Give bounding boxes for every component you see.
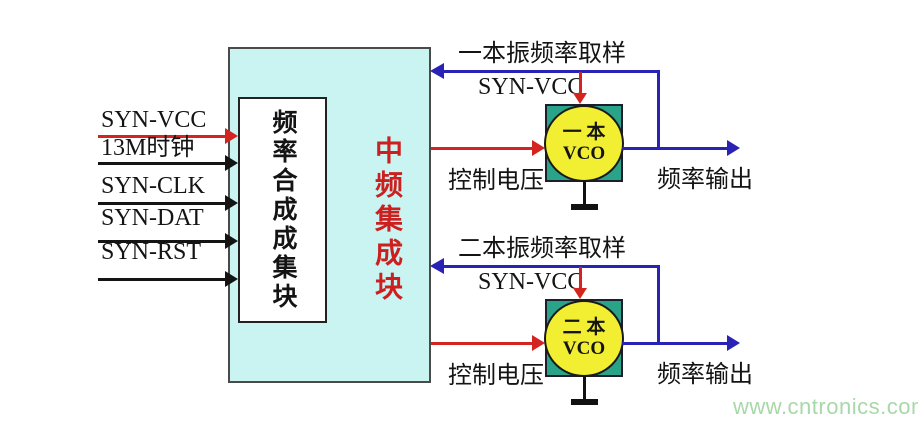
- control-arrowhead-icon: [532, 335, 545, 351]
- frequency-output-wire: [622, 147, 727, 150]
- supply-arrowhead-icon: [573, 288, 587, 299]
- ground-icon: [571, 399, 598, 405]
- supply-arrowhead-icon: [573, 93, 587, 104]
- arrowhead-right-icon: [225, 233, 238, 249]
- feedback-sample-label: 二本振频率取样: [458, 236, 626, 262]
- vco-supply-label: SYN-VCC: [478, 269, 584, 295]
- frequency-synth-block: 频率合成成集块: [238, 97, 327, 323]
- input-wire: [98, 162, 225, 165]
- vco-oscillator: 一 本 VCO: [544, 105, 624, 182]
- feedback-wire-vertical: [657, 265, 660, 344]
- frequency-synth-label: 频率合成成集块: [269, 108, 296, 312]
- feedback-sample-label: 一本振频率取样: [458, 41, 626, 67]
- output-arrowhead-icon: [727, 140, 740, 156]
- frequency-output-label: 频率输出: [657, 167, 753, 193]
- input-label: SYN-CLK: [101, 173, 206, 199]
- input-label: SYN-VCC: [101, 107, 207, 133]
- frequency-output-label: 频率输出: [657, 362, 753, 388]
- input-wire: [98, 135, 225, 138]
- input-wire: [98, 202, 225, 205]
- arrowhead-right-icon: [225, 195, 238, 211]
- vco-supply-label: SYN-VCC: [478, 74, 584, 100]
- control-arrowhead-icon: [532, 140, 545, 156]
- output-arrowhead-icon: [727, 335, 740, 351]
- input-label: 13M时钟: [101, 135, 195, 161]
- control-voltage-wire: [431, 342, 533, 345]
- feedback-wire-horizontal: [442, 265, 660, 268]
- arrowhead-right-icon: [225, 271, 238, 287]
- supply-wire: [579, 72, 582, 94]
- ground-stem: [583, 181, 586, 206]
- ground-icon: [571, 204, 598, 210]
- vco-type: VCO: [562, 337, 606, 359]
- control-voltage-label: 控制电压: [448, 363, 544, 389]
- frequency-output-wire: [622, 342, 727, 345]
- input-label: SYN-RST: [101, 239, 202, 265]
- vco-type: VCO: [562, 142, 606, 164]
- feedback-arrowhead-icon: [430, 258, 444, 274]
- arrowhead-right-icon: [225, 128, 238, 144]
- input-label: SYN-DAT: [101, 205, 204, 231]
- watermark: www.cntronics.com: [733, 394, 918, 419]
- control-voltage-label: 控制电压: [448, 168, 544, 194]
- vco-name: 一 本: [562, 121, 606, 143]
- vco-oscillator: 二 本 VCO: [544, 300, 624, 377]
- ground-stem: [583, 376, 586, 401]
- feedback-arrowhead-icon: [430, 63, 444, 79]
- input-wire: [98, 278, 225, 281]
- arrowhead-right-icon: [225, 155, 238, 171]
- control-voltage-wire: [431, 147, 533, 150]
- if-block-label: 中频集成块: [371, 136, 402, 306]
- feedback-wire-horizontal: [442, 70, 660, 73]
- feedback-wire-vertical: [657, 70, 660, 149]
- input-wire: [98, 240, 225, 243]
- supply-wire: [579, 267, 582, 289]
- vco-name: 二 本: [562, 316, 606, 338]
